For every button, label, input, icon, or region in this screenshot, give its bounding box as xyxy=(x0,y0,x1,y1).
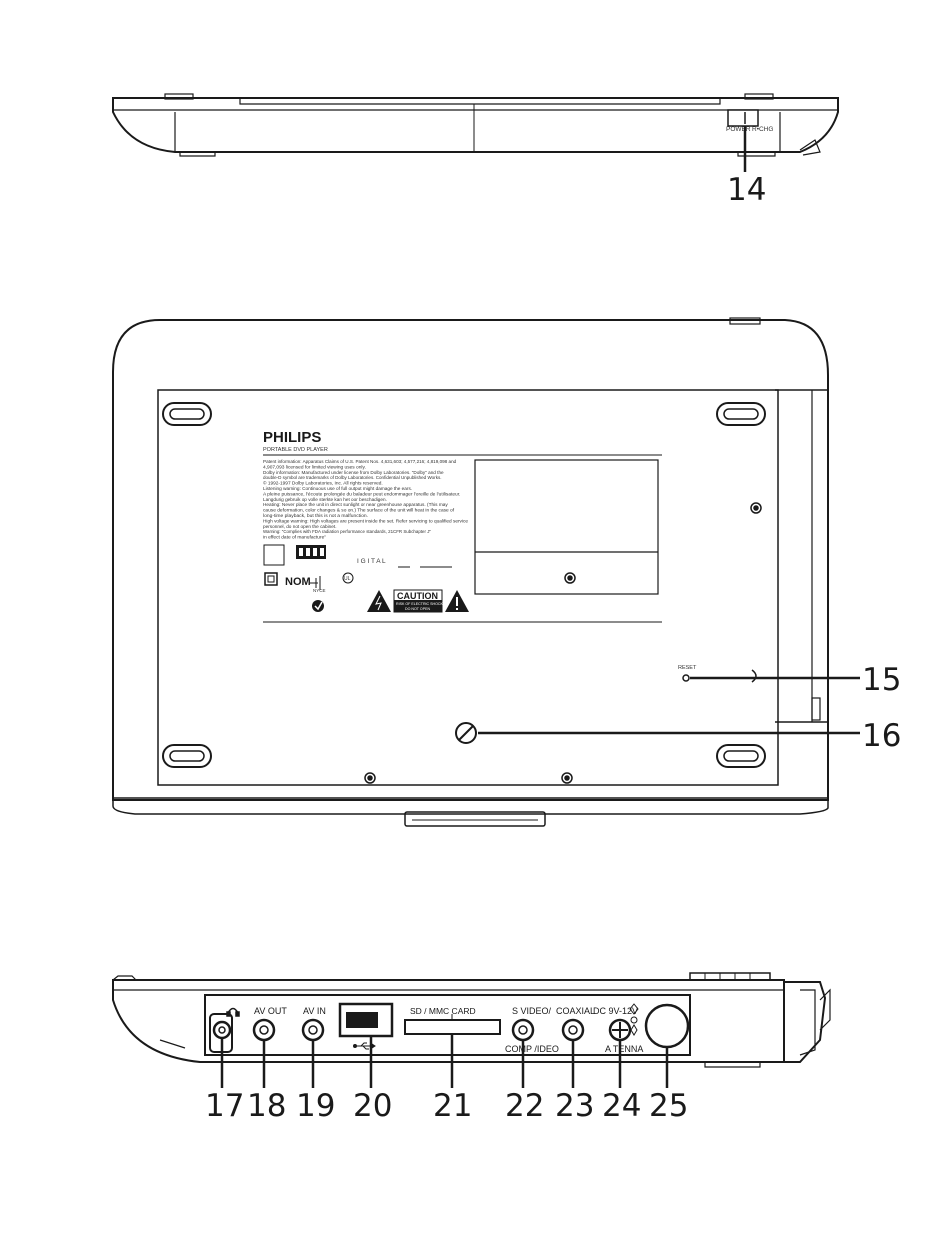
foot-top-left xyxy=(162,402,212,426)
foot-bottom-left xyxy=(162,744,212,768)
label-text-block: Patent information: Apparatus Claims of … xyxy=(263,459,469,540)
ul-logo-text: UL xyxy=(344,576,351,582)
label-text-line: cause deformation, color changes & so on… xyxy=(263,508,455,513)
foot-bottom-right xyxy=(716,744,766,768)
reset-hole[interactable] xyxy=(682,674,690,682)
double-insulation-symbol xyxy=(264,572,278,586)
nom-logo: NOM xyxy=(285,576,311,588)
label-text-line: © 1992-1997 Dolby Laboratories, Inc. All… xyxy=(263,481,383,486)
callout-22: 22 xyxy=(505,1088,544,1124)
label-text-line: Warning: "Complies with FDA radiation pe… xyxy=(263,529,432,534)
callout-25: 25 xyxy=(649,1088,688,1124)
dc-in-label: DC 9V-12V xyxy=(593,1006,638,1016)
callout-15: 15 xyxy=(862,662,901,698)
label-text-line: long-time playback, but this is not a ma… xyxy=(263,513,368,518)
label-text-line: Heating: Never place the unit in direct … xyxy=(263,502,449,507)
foot-top-right xyxy=(716,402,766,426)
component-video-label: COMP /IDEO xyxy=(505,1044,559,1054)
top-edge-view xyxy=(112,93,839,157)
digital-text: I G I T A L xyxy=(357,558,386,565)
screws xyxy=(364,502,762,784)
lightning-warning-icon xyxy=(367,590,391,612)
brand-logo: PHILIPS xyxy=(263,429,321,446)
sd-card-label: SD / MMC CARD xyxy=(410,1006,476,1016)
caution-line2: DO NOT OPEN xyxy=(405,607,430,611)
antenna-label: A TENNA xyxy=(605,1044,643,1054)
dc-polarity-icon xyxy=(629,1003,639,1036)
charge-label: R•CHG xyxy=(752,126,773,133)
callout-24: 24 xyxy=(602,1088,641,1124)
headphone-icon xyxy=(226,1007,240,1017)
callout-23: 23 xyxy=(555,1088,594,1124)
label-text-line: A pleine puissance, l'écoute prolongée d… xyxy=(263,491,460,496)
adjust-screw-icon xyxy=(455,722,477,744)
label-text-line: Patent information: Apparatus Claims of … xyxy=(263,459,457,464)
dvd-video-logo xyxy=(296,545,326,559)
product-label: PHILIPS PORTABLE DVD PLAYER Patent infor… xyxy=(263,429,662,623)
label-text-line: High voltage warning: High voltages are … xyxy=(263,518,469,523)
label-text-line: 4,907,093 licensed for limited viewing u… xyxy=(263,464,366,469)
power-switch[interactable] xyxy=(727,109,759,127)
usb-port[interactable] xyxy=(338,1002,394,1038)
callout-17: 17 xyxy=(205,1088,244,1124)
check-symbol-icon xyxy=(312,600,324,612)
caution-line1: RISK OF ELECTRIC SHOCK xyxy=(396,602,444,606)
power-label: POWER xyxy=(726,126,751,133)
label-text-line: in effect date of manufacture" xyxy=(263,535,327,540)
callout-19: 19 xyxy=(296,1088,335,1124)
callout-21: 21 xyxy=(433,1088,472,1124)
bottom-view xyxy=(112,317,829,827)
label-text-line: Langdurig gebruik op volle sterkte kan h… xyxy=(263,497,387,502)
label-text-line: double-D symbol are trademarks of Dolby … xyxy=(263,475,442,480)
caution-title: CAUTION xyxy=(397,591,438,601)
callout-18: 18 xyxy=(247,1088,286,1124)
av-in-label: AV IN xyxy=(303,1006,326,1016)
product-name: PORTABLE DVD PLAYER xyxy=(263,447,328,453)
logo-square xyxy=(263,544,285,566)
label-text-line: Dolby information: Manufactured under li… xyxy=(263,470,444,475)
av-out-label: AV OUT xyxy=(254,1006,287,1016)
label-text-line: Listening warning: Continuous use of ful… xyxy=(263,486,412,491)
callout-20: 20 xyxy=(353,1088,392,1124)
reset-label: RESET xyxy=(678,665,697,671)
callout-14: 14 xyxy=(727,172,766,208)
callout-16: 16 xyxy=(862,718,901,754)
s-video-label: S VIDEO/ xyxy=(512,1006,552,1016)
nyce-logo: NYCE xyxy=(313,588,326,593)
rubber-feet xyxy=(162,402,766,768)
side-leader-lines xyxy=(220,1034,669,1088)
label-text-line: personnel, do not open the cabinet. xyxy=(263,524,337,529)
ul-logo xyxy=(342,572,354,584)
coaxial-label: COAXIAL xyxy=(556,1006,595,1016)
